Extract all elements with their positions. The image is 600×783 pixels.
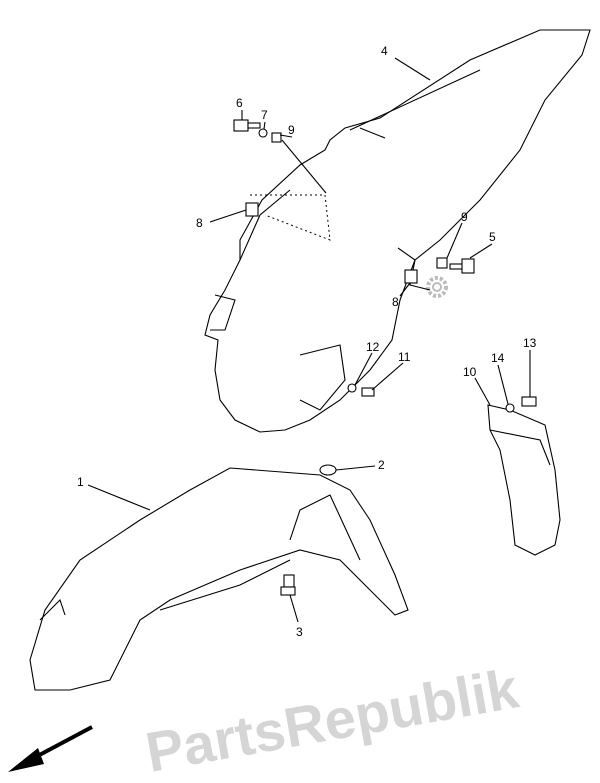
callout-1: 1 xyxy=(77,475,84,489)
callout-11: 11 xyxy=(398,350,411,364)
leader-lines xyxy=(87,57,531,623)
gear-icon xyxy=(426,276,448,298)
callout-8-upper: 8 xyxy=(196,216,203,230)
callout-13: 13 xyxy=(523,336,537,350)
watermark: PartsRepublik xyxy=(141,656,524,783)
callout-9-upper: 9 xyxy=(288,123,295,137)
clip-8-upper xyxy=(245,202,259,217)
nut-9-upper xyxy=(271,132,282,143)
nut-9-lower xyxy=(436,257,448,269)
callout-4: 4 xyxy=(381,44,388,58)
front-direction-arrow-icon xyxy=(8,725,93,772)
callout-10: 10 xyxy=(463,365,477,379)
bolt-5 xyxy=(449,258,475,274)
screw-13 xyxy=(521,396,537,407)
bolt-3 xyxy=(280,574,296,596)
part-4-fender-upper xyxy=(204,29,591,433)
grommet-2 xyxy=(319,464,337,476)
clip-8-lower xyxy=(404,269,418,284)
callout-12: 12 xyxy=(366,340,380,354)
bolt-6 xyxy=(233,119,261,132)
callout-8-lower: 8 xyxy=(392,295,399,309)
callout-5: 5 xyxy=(489,230,496,244)
washer-7 xyxy=(258,128,268,138)
callout-9-lower: 9 xyxy=(461,210,468,224)
washer-14 xyxy=(505,403,515,413)
callout-14: 14 xyxy=(491,351,505,365)
watermark-text: PartsRepublik xyxy=(141,656,524,783)
callout-7: 7 xyxy=(261,108,268,122)
washer-12 xyxy=(347,383,357,393)
callout-3: 3 xyxy=(296,625,303,639)
part-10-mudguard xyxy=(487,404,561,556)
screw-11 xyxy=(361,387,375,397)
callout-2: 2 xyxy=(378,458,385,472)
part-1-front-fender xyxy=(29,467,409,691)
callout-6: 6 xyxy=(236,96,243,110)
